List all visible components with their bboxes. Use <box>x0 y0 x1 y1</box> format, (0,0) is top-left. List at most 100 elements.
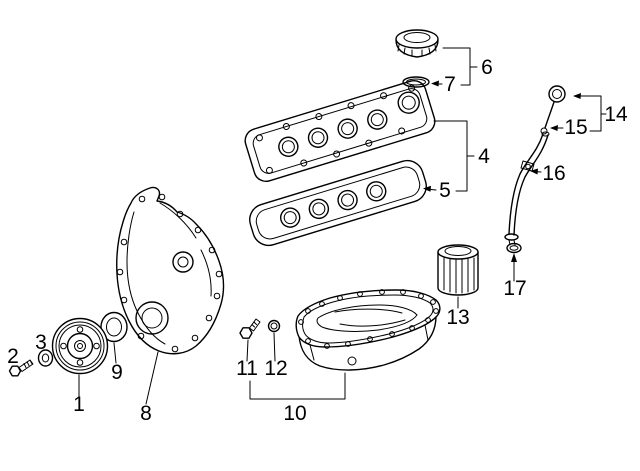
callout-label-5: 5 <box>439 179 451 202</box>
seal-inner <box>106 317 122 337</box>
filter-body <box>437 251 479 296</box>
spark-plug-tube-opening <box>337 118 358 139</box>
pulley-center-bore <box>74 340 86 352</box>
drain-plug-shaft <box>249 318 261 332</box>
pulley-center-bore-inner <box>77 343 83 349</box>
flange-bolt-hole <box>298 319 304 325</box>
bolt-hole <box>120 296 128 304</box>
part-valve-cover <box>244 79 436 183</box>
flange-bolt-hole <box>418 293 424 299</box>
part-dipstick-tube <box>504 131 550 246</box>
arrowhead-14 <box>573 93 581 99</box>
arrowhead-5 <box>423 185 431 192</box>
tube-tab-hole <box>525 163 531 170</box>
callout-label-15: 15 <box>564 116 587 139</box>
seal-outer <box>100 311 128 343</box>
gasket-tube-seal <box>308 198 330 220</box>
callout-label-16: 16 <box>542 162 565 185</box>
bolt-hole <box>158 193 166 201</box>
pulley-lightening-hole <box>76 359 84 366</box>
drain-gasket-inner <box>270 322 278 330</box>
part-drain-plug <box>239 318 261 339</box>
cap-skirt <box>395 39 439 58</box>
pan-flange-inner <box>302 294 434 344</box>
drain-gasket-outer <box>267 319 281 333</box>
flange-bolt-hole <box>367 336 373 342</box>
part-crankshaft-seal <box>100 311 128 343</box>
oil-filler-neck <box>397 91 420 114</box>
pan-floor-detail <box>316 304 418 332</box>
bolt-hole <box>208 246 216 254</box>
gasket-tube-seal-inner <box>283 211 297 225</box>
tube-left-edge <box>508 133 544 235</box>
spark-plug-tube-opening-inner <box>311 131 325 145</box>
part-filler-cap-seal <box>402 76 430 88</box>
gasket-outline <box>249 159 427 247</box>
dipstick-handle-ring <box>548 85 566 103</box>
callout-label-14: 14 <box>604 103 628 126</box>
dipstick-grommet <box>540 127 548 135</box>
filter-top <box>437 244 479 260</box>
pulley-lightening-hole <box>93 342 100 350</box>
pulley-hub <box>66 332 94 360</box>
bracket-10 <box>249 372 346 400</box>
callout-label-1: 1 <box>73 393 85 416</box>
flange-bolt-hole <box>389 331 395 337</box>
part-dipstick <box>540 85 566 135</box>
part-oil-filler-cap <box>395 29 439 58</box>
gasket-tube-seal <box>279 207 301 228</box>
bolt-hole <box>265 166 273 174</box>
part-valve-cover-gasket <box>249 159 427 247</box>
pulley-groove <box>55 321 105 371</box>
bolt-head <box>8 365 22 377</box>
pulley-rim <box>51 317 109 375</box>
bolt-hole <box>213 292 221 300</box>
crankshaft-opening-inner <box>141 307 163 329</box>
bolt-hole <box>365 139 373 147</box>
cap-knurling <box>397 44 437 57</box>
spark-plug-tube-opening-inner <box>370 113 384 127</box>
bolt-hole <box>137 332 145 340</box>
flange-bolt-hole <box>425 317 431 323</box>
bolt-hole <box>205 314 213 322</box>
cap-grip <box>403 32 431 43</box>
arrowhead-16 <box>530 168 538 175</box>
flange-bolt-hole <box>430 299 436 305</box>
timing-cover-rib <box>159 202 212 297</box>
tube-bottom-flange <box>504 233 519 241</box>
bolt-hole <box>215 270 223 278</box>
drain-plug-head <box>239 327 253 339</box>
valve-cover-top-face <box>252 88 428 174</box>
leader-line-11 <box>246 339 249 362</box>
bolt-hole <box>171 345 179 353</box>
spark-plug-tube-opening-inner <box>341 122 355 136</box>
bolt-hole <box>120 238 128 246</box>
pulley-lightening-hole <box>60 342 67 350</box>
flange-bolt-hole <box>400 289 406 295</box>
bolt-hole <box>347 102 355 110</box>
spark-plug-tube-opening <box>278 136 299 157</box>
callout-label-12: 12 <box>264 357 287 380</box>
callout-label-17: 17 <box>503 277 526 300</box>
arrowhead-15 <box>550 125 558 131</box>
gasket-tube-seal-inner <box>341 193 355 207</box>
drain-boss <box>347 356 357 366</box>
part-pulley-bolt <box>8 359 34 377</box>
pan-baffle-line <box>334 308 406 327</box>
flange-bolt-hole <box>305 308 311 314</box>
callout-label-2: 2 <box>7 345 19 368</box>
filter-flutes <box>443 257 475 294</box>
part-oil-filter <box>437 244 479 296</box>
dipstick-handle-ring-inner <box>552 89 562 99</box>
gasket-tube-seal <box>337 189 358 211</box>
pulley-groove <box>58 324 102 368</box>
bolt-hole <box>116 268 124 276</box>
cap-seal-outer <box>402 76 430 88</box>
arrowhead-17 <box>511 253 517 262</box>
bolt-hole <box>300 159 308 167</box>
tube-top-opening <box>541 131 550 137</box>
part-drain-plug-gasket <box>267 319 281 333</box>
flange-bolt-hole <box>337 295 343 301</box>
